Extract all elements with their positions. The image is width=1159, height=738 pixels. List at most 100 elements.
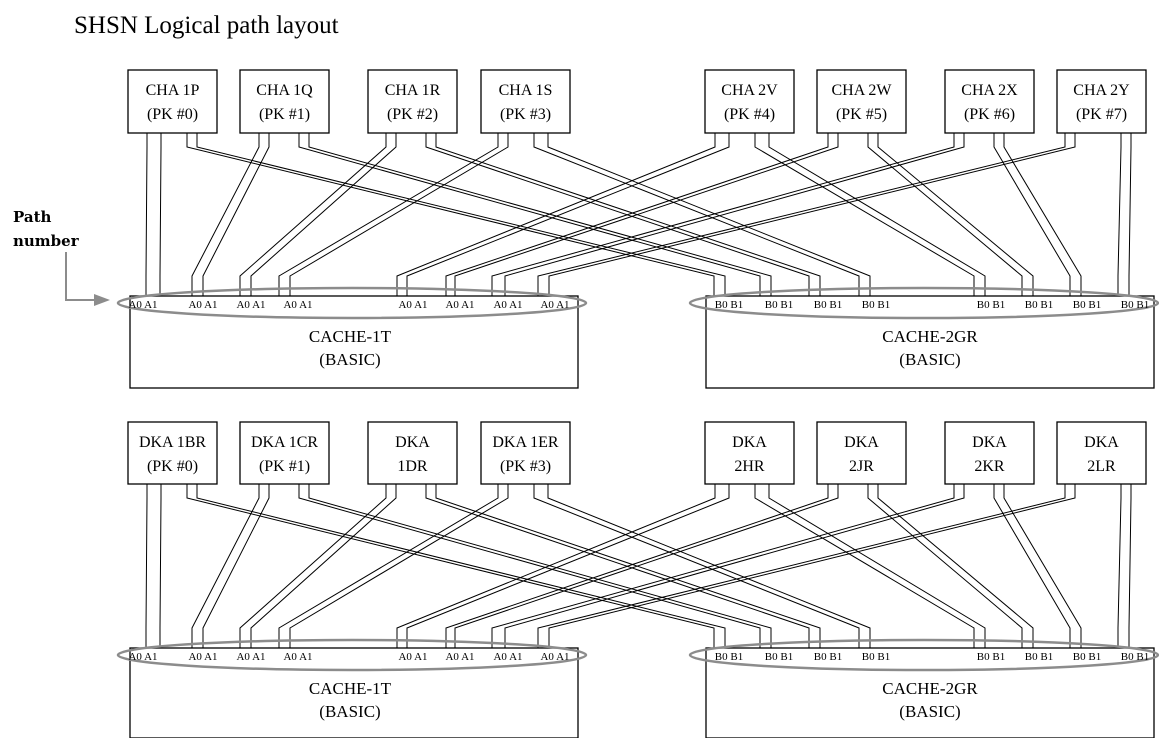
cache-name: CACHE-2GR: [882, 679, 978, 698]
port-label: A0 A1: [236, 651, 265, 663]
port-label: A0 A1: [283, 651, 312, 663]
path-line: [867, 484, 1023, 648]
path-line: [504, 484, 965, 648]
path-line: [289, 484, 509, 648]
package-box: DKA 1CR(PK #1): [239, 421, 330, 485]
path-line: [533, 133, 860, 296]
path-line: [1128, 133, 1132, 296]
package-frame: [1056, 421, 1147, 485]
path-number-pointer: [65, 252, 96, 301]
port-label: B0 B1: [765, 651, 793, 663]
path-number-arrowhead-icon: [94, 294, 110, 306]
package-name: CHA 1S: [499, 82, 553, 99]
path-line: [186, 133, 715, 296]
port-label: B0 B1: [814, 299, 842, 311]
port-label: B0 B1: [862, 299, 890, 311]
path-line: [191, 133, 260, 296]
package-id: 1DR: [397, 458, 428, 475]
path-number-label-line1: Path: [13, 208, 52, 226]
package-name: CHA 2Y: [1073, 82, 1130, 99]
package-frame: [1056, 69, 1147, 134]
package-id: (PK #3): [500, 458, 551, 475]
package-id: (PK #4): [724, 106, 775, 123]
path-line: [504, 133, 965, 296]
package-id: 2LR: [1087, 458, 1116, 475]
package-name: DKA 1CR: [251, 434, 318, 451]
port-label: A0 A1: [283, 299, 312, 311]
package-name: CHA 2V: [721, 82, 778, 99]
package-frame: [239, 69, 330, 134]
package-box: DKA 1ER(PK #3): [480, 421, 571, 485]
path-line: [1128, 484, 1132, 648]
path-line: [445, 484, 829, 648]
port-label: B0 B1: [977, 299, 1005, 311]
cache-name: CACHE-2GR: [882, 327, 978, 346]
path-line: [768, 133, 986, 296]
path-line: [1117, 484, 1122, 648]
port-label: A0 A1: [540, 651, 569, 663]
port-label: A0 A1: [540, 299, 569, 311]
path-line: [548, 133, 1076, 296]
port-label: A0 A1: [236, 299, 265, 311]
port-label: B0 B1: [814, 651, 842, 663]
path-line: [145, 133, 148, 296]
package-frame: [367, 421, 458, 485]
path-line: [196, 133, 726, 296]
package-box: CHA 1R(PK #2): [367, 69, 458, 134]
path-line: [196, 484, 726, 648]
package-box: CHA 1Q(PK #1): [239, 69, 330, 134]
diagram-title: SHSN Logical path layout: [74, 12, 339, 39]
package-id: (PK #5): [836, 106, 887, 123]
path-line: [396, 133, 716, 296]
cache-frame: [705, 647, 1155, 738]
package-frame: [127, 421, 218, 485]
path-line: [877, 484, 1034, 648]
path-number-label-line2: number: [13, 232, 80, 250]
package-name: CHA 1P: [146, 82, 200, 99]
port-label: A0 A1: [128, 651, 157, 663]
path-line: [159, 133, 162, 296]
path-line: [877, 133, 1034, 296]
package-id: (PK #7): [1076, 106, 1127, 123]
path-line: [537, 133, 1066, 296]
package-frame: [816, 69, 907, 134]
package-box: CHA 2X(PK #6): [944, 69, 1035, 134]
path-line: [202, 133, 270, 296]
port-label: B0 B1: [1121, 299, 1149, 311]
port-label: B0 B1: [1025, 651, 1053, 663]
cache-frame: [705, 295, 1155, 389]
port-label: B0 B1: [1073, 299, 1101, 311]
package-id: 2HR: [734, 458, 765, 475]
package-frame: [480, 421, 571, 485]
package-id: (PK #2): [387, 106, 438, 123]
port-label: B0 B1: [977, 651, 1005, 663]
path-line: [278, 484, 499, 648]
package-frame: [239, 421, 330, 485]
port-label: A0 A1: [398, 651, 427, 663]
package-frame: [816, 421, 907, 485]
path-line: [454, 484, 839, 648]
cache-frame: [129, 295, 579, 389]
package-box: DKA 1BR(PK #0): [127, 421, 218, 485]
path-line: [406, 484, 730, 648]
package-frame: [704, 69, 795, 134]
port-ellipse: [688, 638, 1159, 672]
package-id: 2KR: [974, 458, 1005, 475]
cache-type: (BASIC): [319, 702, 380, 721]
path-line: [548, 484, 1076, 648]
cache-type: (BASIC): [319, 350, 380, 369]
port-ellipse: [688, 286, 1159, 320]
port-label: A0 A1: [493, 651, 522, 663]
path-line: [754, 133, 975, 296]
path-line: [289, 133, 509, 296]
path-line: [278, 133, 499, 296]
path-line: [425, 484, 810, 648]
cache-type: (BASIC): [899, 702, 960, 721]
package-box: CHA 2W(PK #5): [816, 69, 907, 134]
